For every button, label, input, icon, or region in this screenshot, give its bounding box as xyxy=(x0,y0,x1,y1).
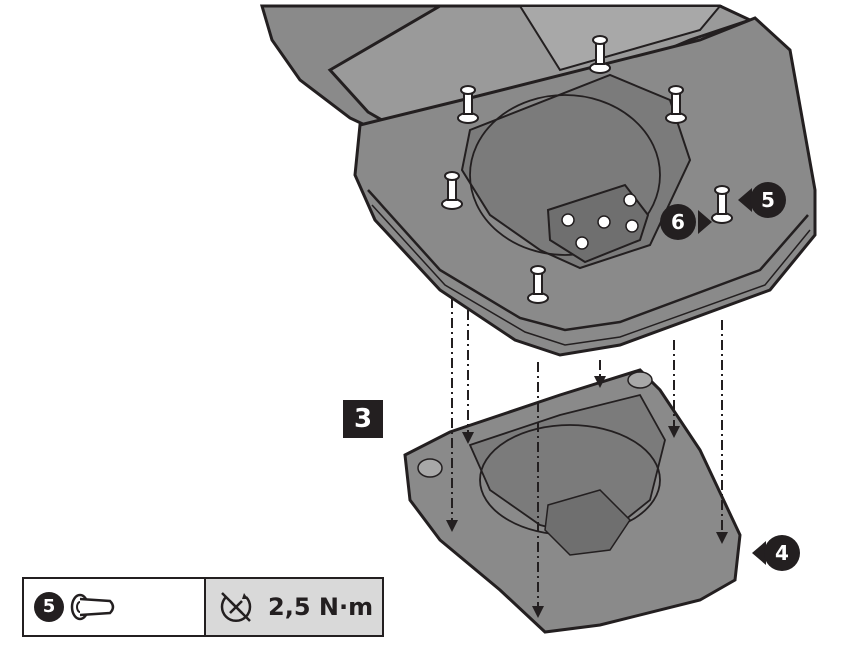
bolt-icon xyxy=(70,593,115,621)
top-case-body xyxy=(353,16,817,357)
part-number-badge: 5 xyxy=(34,592,64,622)
torque-value: 2,5 N·m xyxy=(268,593,374,621)
bolt-icon xyxy=(441,171,463,210)
torque-value-cell: 2,5 N·m xyxy=(206,579,382,635)
callout-bolt-label: 5 xyxy=(761,188,775,212)
callout-washer: 6 xyxy=(660,204,712,240)
arrow-heads xyxy=(446,376,728,618)
callout-bolt: 5 xyxy=(738,182,786,218)
callout-base-plate-label: 4 xyxy=(775,541,789,565)
base-plate xyxy=(403,368,742,634)
step-number: 3 xyxy=(343,400,383,438)
bolt-icon xyxy=(711,185,733,224)
callout-washer-label: 6 xyxy=(671,210,685,234)
alignment-lines xyxy=(451,298,723,612)
part-reference: 5 xyxy=(24,579,206,635)
callout-base-plate: 4 xyxy=(752,535,800,571)
bolt-icon xyxy=(457,85,479,124)
torque-spec-panel: 5 2,5 N·m xyxy=(22,577,384,637)
bolts xyxy=(441,35,733,304)
bolt-icon xyxy=(665,85,687,124)
bolt-icon xyxy=(527,265,549,304)
bolt-icon xyxy=(589,35,611,74)
torque-wrench-icon xyxy=(220,592,252,623)
